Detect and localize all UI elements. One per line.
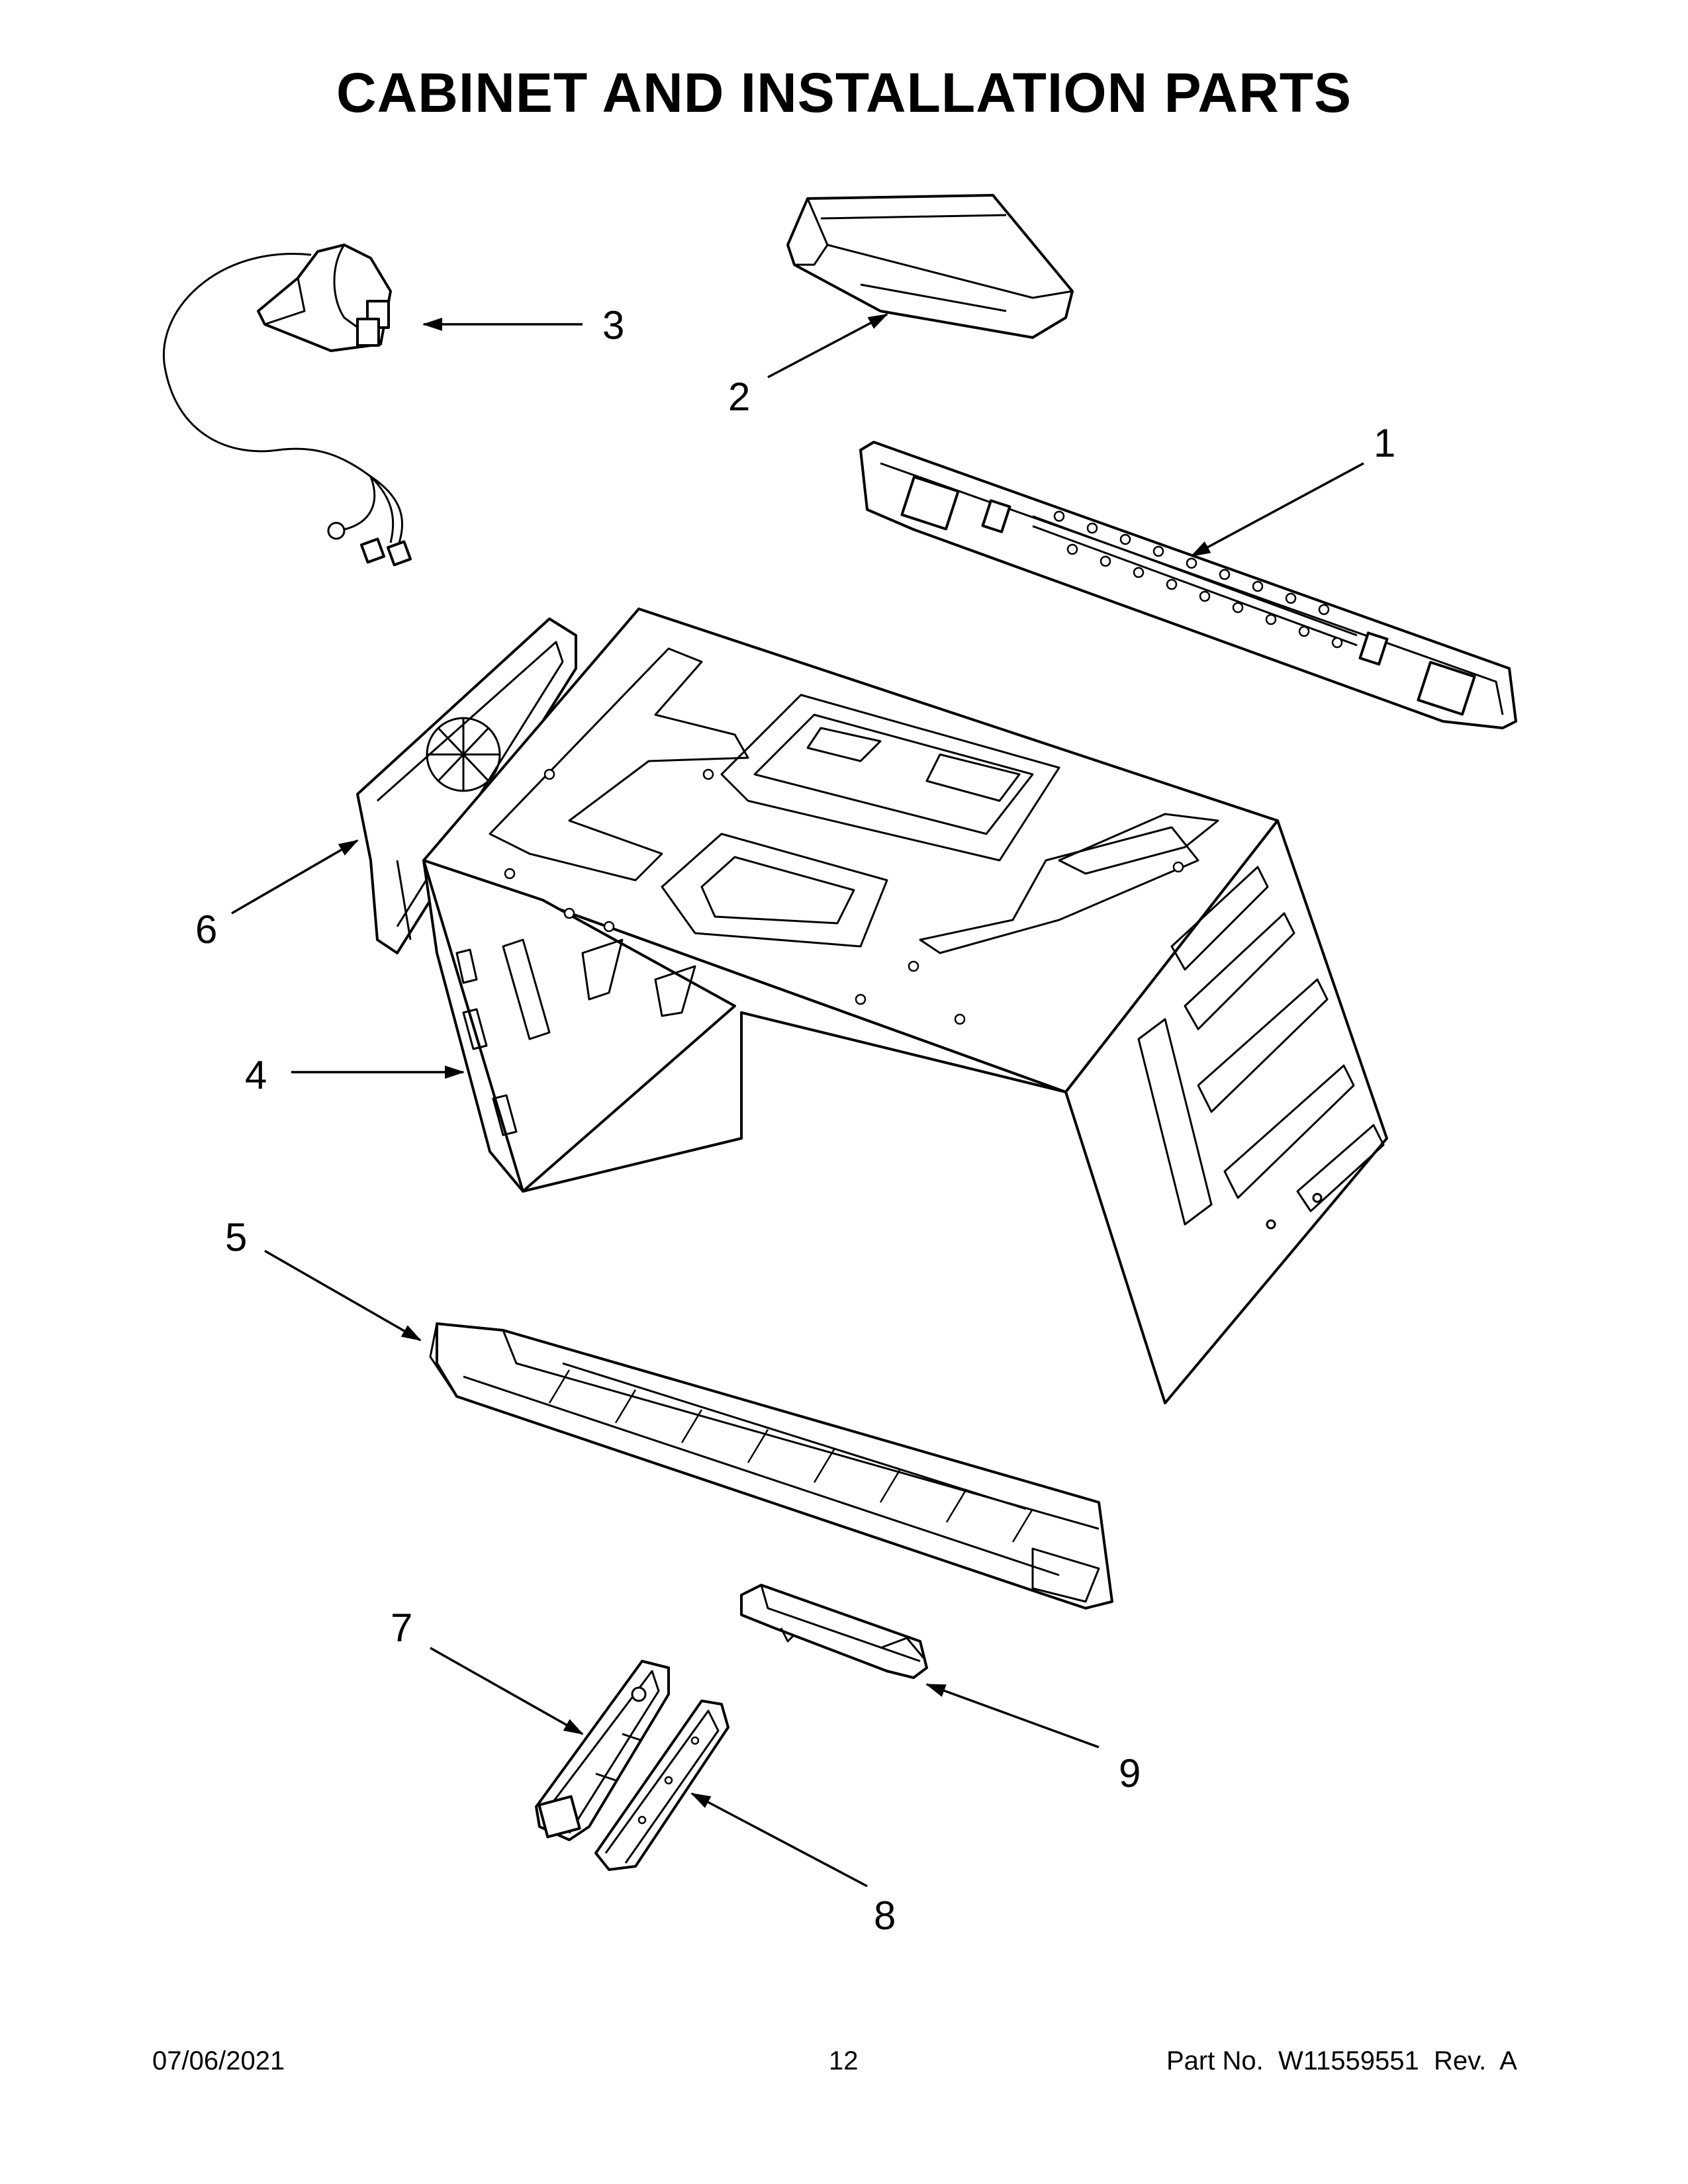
callout-8: 8 [874,1893,896,1938]
power-cord-part [163,244,412,567]
mounting-rail-part [859,441,1517,729]
callout-5: 5 [225,1215,247,1259]
latch-bracket-part [740,1584,928,1679]
callout-7: 7 [391,1606,412,1650]
callout-5-arrow [264,1250,422,1342]
callout-2: 2 [728,375,750,419]
top-vent-part [786,194,1074,339]
callout-4: 4 [245,1053,267,1097]
footer-part-number: W11559551 [1278,2046,1419,2075]
right-bracket-part [594,1700,729,1871]
callout-2-arrow [767,313,888,379]
footer-revision: Rev. A [1433,2046,1517,2075]
footer-page-number: 12 [829,2046,859,2075]
callout-9: 9 [1119,1751,1141,1796]
callout-1-arrow [1190,462,1364,557]
callout-3: 3 [602,303,624,347]
footer-part-label: Part No. [1166,2046,1264,2075]
callout-9-arrow [925,1683,1100,1749]
callout-8-arrow [690,1792,868,1888]
footer-date: 07/06/2021 [152,2046,285,2075]
cabinet-wrapper-part [422,608,1388,1404]
page-title: CABINET AND INSTALLATION PARTS [336,62,1352,124]
footer-part-info: Part No. W11559551 Rev. A [1166,2046,1517,2076]
callout-7-arrow [430,1647,584,1735]
callout-6: 6 [195,907,217,952]
left-bracket-part [535,1660,670,1841]
vent-grille-part [429,1322,1113,1610]
callout-6-arrow [231,839,359,915]
callout-1: 1 [1374,421,1395,465]
